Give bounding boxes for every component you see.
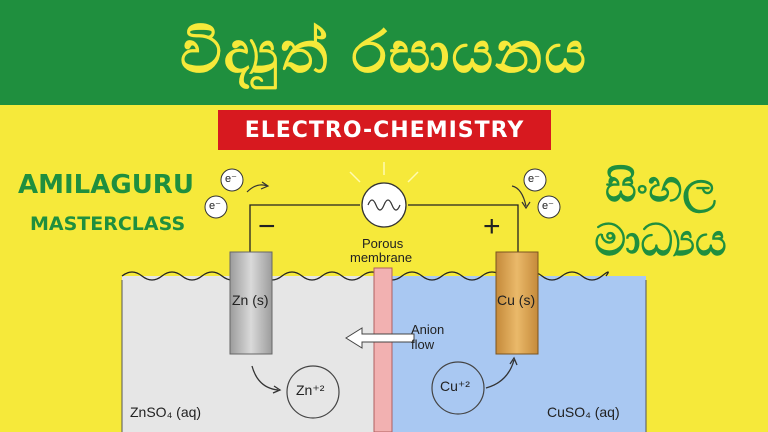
minus-sign: − bbox=[258, 210, 276, 243]
electron-label: e⁻ bbox=[542, 200, 554, 212]
electron-icon bbox=[220, 168, 244, 192]
electron-flow-arrow-right bbox=[511, 185, 527, 207]
container-wall bbox=[121, 280, 647, 432]
right-solution-label: CuSO₄ (aq) bbox=[547, 404, 620, 420]
copper-ion-circle bbox=[431, 361, 485, 415]
external-wire bbox=[249, 204, 519, 252]
electron-icon bbox=[204, 195, 228, 219]
zn-to-ion-arrow bbox=[251, 365, 279, 391]
left-solution-label: ZnSO₄ (aq) bbox=[130, 404, 202, 420]
medium-label: සිංහල මාධ්‍යය bbox=[568, 160, 753, 268]
copper-ion-label: Cu⁺² bbox=[440, 378, 470, 394]
zinc-electrode bbox=[229, 251, 273, 355]
electron-label: e⁻ bbox=[225, 173, 237, 185]
cathode-label: Cu (s) bbox=[497, 292, 536, 308]
subtitle-banner: ELECTRO-CHEMISTRY bbox=[218, 110, 551, 150]
brand-name: AMILAGURU bbox=[18, 170, 194, 200]
anion-flow-arrow bbox=[345, 327, 415, 349]
electron-label: e⁻ bbox=[528, 173, 540, 185]
membrane-label: membrane bbox=[350, 250, 413, 265]
title-banner: විද්‍යුත් රසායනය bbox=[0, 0, 768, 105]
medium-line-2: මාධ්‍යය bbox=[594, 215, 727, 266]
electron-icon bbox=[523, 168, 547, 192]
plus-sign: + bbox=[483, 210, 501, 243]
electron-label: e⁻ bbox=[209, 200, 221, 212]
membrane-label: Porous bbox=[362, 236, 404, 251]
bulb-filament bbox=[367, 199, 401, 211]
bulb-glow-rays-inner bbox=[349, 162, 419, 183]
brand-subtitle: MASTERCLASS bbox=[30, 213, 186, 235]
page-title: විද්‍යුත් රසායනය bbox=[180, 18, 588, 86]
liquid-surface bbox=[121, 271, 609, 281]
anion-flow-label: flow bbox=[411, 337, 435, 352]
porous-membrane bbox=[373, 267, 393, 432]
electron-flow-arrow-left bbox=[246, 184, 268, 193]
anion-flow-label: Anion bbox=[411, 322, 445, 337]
ion-to-cu-arrow bbox=[485, 359, 515, 389]
medium-line-1: සිංහල bbox=[604, 161, 716, 212]
zinc-ion-label: Zn⁺² bbox=[296, 382, 325, 398]
copper-electrode bbox=[495, 251, 539, 355]
electron-icon bbox=[537, 195, 561, 219]
anode-label: Zn (s) bbox=[232, 292, 269, 308]
subtitle-text: ELECTRO-CHEMISTRY bbox=[244, 117, 525, 143]
zinc-ion-circle bbox=[286, 365, 340, 419]
